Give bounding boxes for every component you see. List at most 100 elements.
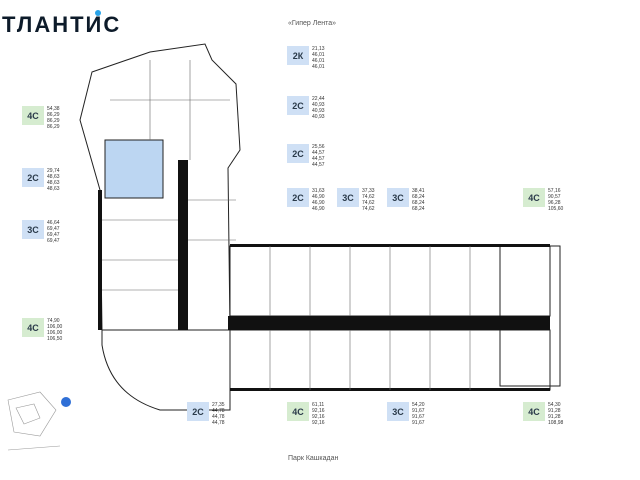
unit-type-badge: 2С [187,402,209,421]
unit-type-badge: 4С [22,106,44,125]
unit-area-value: 106,00 [47,324,63,330]
unit-area-value: 68,24 [412,200,425,206]
unit-area-value: 74,62 [362,206,375,212]
unit-area-value: 44,78 [212,414,225,420]
unit-area-value: 68,24 [412,206,425,212]
unit-type-badge: 4С [22,318,44,337]
unit-area-value: 48,63 [47,180,60,186]
unit-area-value: 40,93 [312,108,325,114]
unit-area-value: 44,57 [312,150,325,156]
unit-type-badge: 4С [523,188,545,207]
unit-area-value: 27,35 [212,402,225,408]
unit-area-value: 86,29 [47,118,60,124]
unit-area-value: 91,28 [548,414,561,420]
unit-area-value: 25,56 [312,144,325,150]
unit-area-value: 57,16 [548,188,561,194]
unit-type-badge: 3С [387,402,409,421]
unit-type-badge: 2К [287,46,309,65]
unit-type-badge: 3С [337,188,359,207]
unit-area-value: 48,63 [47,186,60,192]
unit-area-value: 86,29 [47,112,60,118]
unit-area-value: 46,90 [312,194,325,200]
unit-area-value: 37,33 [362,188,375,194]
unit-area-value: 69,47 [47,238,60,244]
unit-area-value: 22,44 [312,96,325,102]
unit-area-value: 46,64 [47,220,60,226]
unit-area-value: 40,93 [312,114,325,120]
top-street-label: «Гипер Лента» [288,20,336,27]
unit-area-value: 46,01 [312,52,325,58]
unit-type-badge: 4С [287,402,309,421]
unit-area-value: 21,13 [312,46,325,52]
unit-area-value: 31,63 [312,188,325,194]
unit-type-badge: 2С [287,144,309,163]
unit-type-badge: 2С [22,168,44,187]
unit-area-value: 92,16 [312,408,325,414]
unit-area-value: 29,74 [47,168,60,174]
unit-area-value: 74,62 [362,200,375,206]
unit-area-value: 105,60 [548,206,564,212]
unit-type-badge: 3С [387,188,409,207]
unit-type-badge: 2С [287,188,309,207]
unit-area-value: 96,28 [548,200,561,206]
unit-area-value: 44,78 [212,408,225,414]
unit-area-value: 48,63 [47,174,60,180]
unit-area-value: 46,01 [312,64,325,70]
unit-area-value: 90,57 [548,194,561,200]
unit-area-value: 46,01 [312,58,325,64]
unit-area-value: 91,67 [412,414,425,420]
unit-area-value: 69,47 [47,232,60,238]
unit-area-value: 91,67 [412,420,425,426]
unit-area-value: 44,78 [212,420,225,426]
unit-area-value: 61,11 [312,402,325,408]
unit-area-value: 46,90 [312,206,325,212]
unit-area-value: 40,93 [312,102,325,108]
unit-area-value: 91,67 [412,408,425,414]
unit-area-value: 108,98 [548,420,564,426]
brand-dot [95,10,101,16]
unit-area-value: 54,38 [47,106,60,112]
unit-area-value: 54,20 [412,402,425,408]
bottom-park-label: Парк Кашкадан [288,455,339,462]
unit-area-value: 54,30 [548,402,561,408]
unit-area-value: 92,16 [312,414,325,420]
unit-area-value: 92,16 [312,420,325,426]
unit-area-value: 91,28 [548,408,561,414]
unit-area-value: 74,90 [47,318,60,324]
unit-area-value: 69,47 [47,226,60,232]
unit-area-value: 106,50 [47,336,63,342]
unit-type-badge: 4С [523,402,545,421]
unit-area-value: 106,00 [47,330,63,336]
unit-area-value: 44,57 [312,162,325,168]
unit-type-badge: 2С [287,96,309,115]
compass-icon [61,397,71,407]
